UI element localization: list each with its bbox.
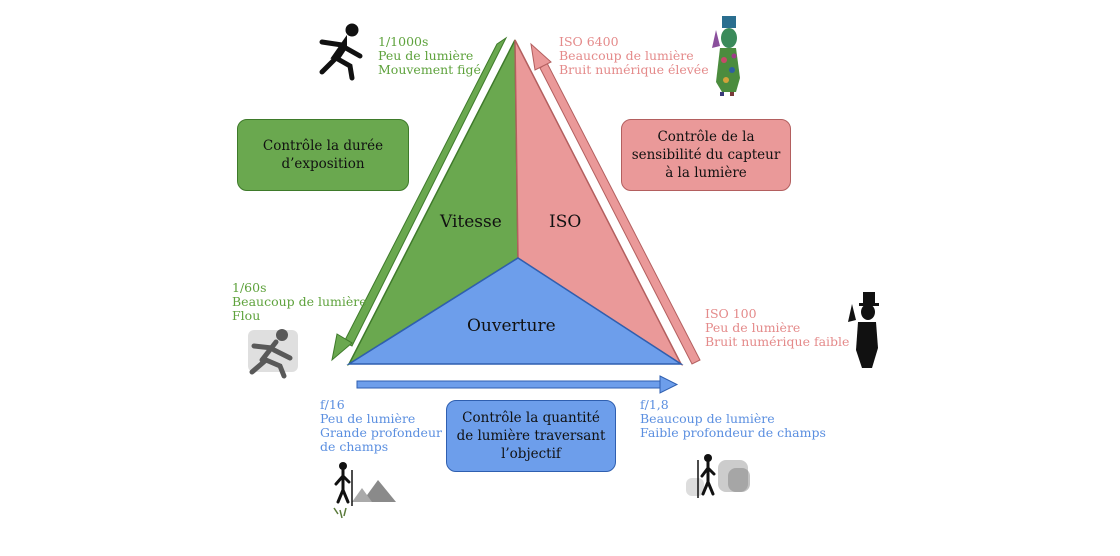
aperture-arrow bbox=[356, 375, 679, 394]
iso-label: ISO bbox=[549, 212, 582, 232]
annotation-line: Mouvement figé bbox=[378, 62, 481, 77]
annotation-line: Faible profondeur de champs bbox=[640, 425, 826, 440]
ouverture-segment bbox=[346, 257, 684, 365]
annotation-line: 1/60s bbox=[232, 280, 267, 295]
annotation-line: de champs bbox=[320, 439, 389, 454]
iso-desc-line: Contrôle de la bbox=[657, 129, 755, 145]
annotation-line: Peu de lumière bbox=[378, 48, 474, 63]
clean-figure-icon bbox=[848, 292, 879, 368]
annotation-line: Bruit numérique faible bbox=[705, 334, 850, 349]
annotation-line: Bruit numérique élevée bbox=[559, 62, 709, 77]
annotation-line: f/1,8 bbox=[640, 397, 669, 412]
shutter-arrow bbox=[331, 36, 508, 362]
annotation-line: Grande profondeur bbox=[320, 425, 442, 440]
iso-desc-line: à la lumière bbox=[665, 165, 747, 181]
hiker-mountain-icon bbox=[333, 462, 396, 519]
annotation-line: Beaucoup de lumière bbox=[559, 48, 694, 63]
vitesse-description-box: Contrôle la durée d’exposition bbox=[237, 119, 409, 191]
iso-desc-line: sensibilité du capteur bbox=[631, 147, 781, 163]
vitesse-label: Vitesse bbox=[440, 212, 502, 232]
high-iso-annotation: ISO 6400 Beaucoup de lumière Bruit numér… bbox=[559, 35, 709, 77]
annotation-line: Beaucoup de lumière bbox=[232, 294, 367, 309]
blurred-runner-icon bbox=[248, 329, 298, 379]
ouverture-desc-line: de lumière traversant bbox=[456, 428, 606, 444]
vitesse-desc-line: d’exposition bbox=[281, 156, 365, 172]
low-iso-annotation: ISO 100 Peu de lumière Bruit numérique f… bbox=[705, 307, 849, 349]
small-aperture-annotation: f/16 Peu de lumière Grande profondeur de… bbox=[320, 398, 442, 454]
fast-shutter-annotation: 1/1000s Peu de lumière Mouvement figé bbox=[378, 35, 481, 77]
annotation-line: f/16 bbox=[320, 397, 345, 412]
large-aperture-annotation: f/1,8 Beaucoup de lumière Faible profond… bbox=[640, 398, 826, 440]
ouverture-description-box: Contrôle la quantité de lumière traversa… bbox=[446, 400, 616, 472]
annotation-line: Peu de lumière bbox=[320, 411, 416, 426]
ouverture-label: Ouverture bbox=[467, 316, 556, 336]
iso-arrow bbox=[530, 42, 701, 365]
iso-description-box: Contrôle de la sensibilité du capteur à … bbox=[621, 119, 791, 191]
annotation-line: ISO 6400 bbox=[559, 34, 619, 49]
hiker-blurred-background-icon bbox=[686, 454, 750, 498]
annotation-line: 1/1000s bbox=[378, 34, 429, 49]
noisy-figure-icon bbox=[712, 16, 740, 96]
ouverture-desc-line: Contrôle la quantité bbox=[462, 410, 600, 426]
vitesse-desc-line: Contrôle la durée bbox=[262, 138, 384, 154]
annotation-line: Peu de lumière bbox=[705, 320, 801, 335]
annotation-line: Flou bbox=[232, 308, 261, 323]
running-figure-icon bbox=[319, 23, 363, 81]
annotation-line: ISO 100 bbox=[705, 306, 757, 321]
slow-shutter-annotation: 1/60s Beaucoup de lumière Flou bbox=[232, 281, 367, 323]
ouverture-desc-line: l’objectif bbox=[501, 446, 561, 462]
annotation-line: Beaucoup de lumière bbox=[640, 411, 775, 426]
